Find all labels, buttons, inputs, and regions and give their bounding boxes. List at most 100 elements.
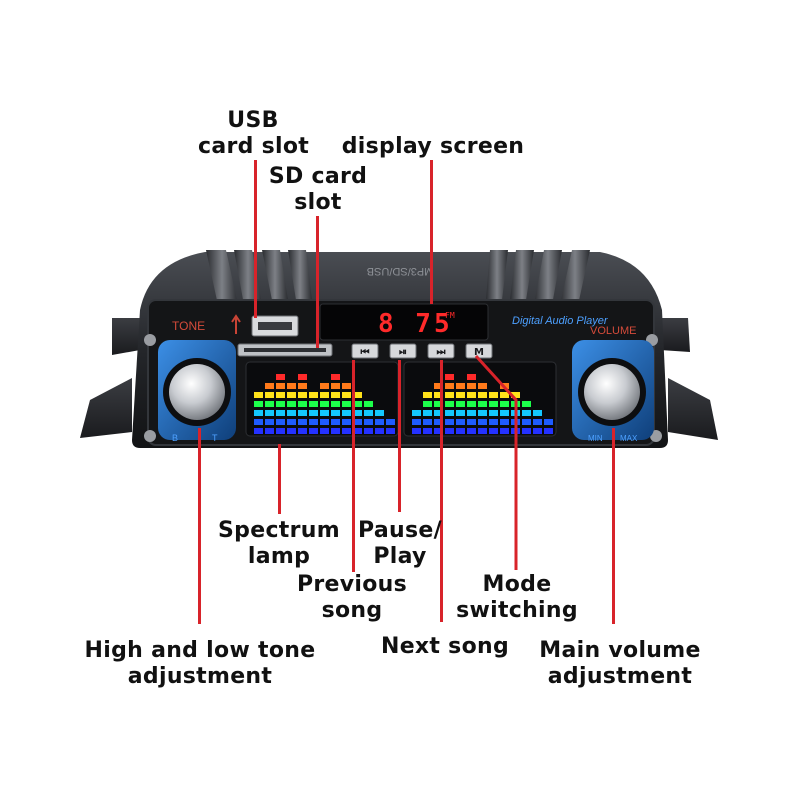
spectrum-led — [265, 428, 274, 434]
previous-button[interactable]: ⏮ — [351, 343, 379, 359]
mounting-flange-left — [80, 318, 140, 438]
spectrum-led — [309, 392, 318, 398]
spectrum-led — [386, 428, 395, 434]
pause-play-button[interactable]: ⏯ — [389, 343, 417, 359]
spectrum-led — [331, 401, 340, 407]
usb-slot[interactable] — [251, 315, 299, 337]
spectrum-led — [522, 401, 531, 407]
leader-volume — [612, 428, 615, 624]
control-buttons: ⏮ ⏯ ⏭ M — [351, 343, 493, 359]
tone-mark-bass: B — [172, 433, 178, 443]
callout-volume-line1: Main volume — [539, 638, 701, 663]
play-pause-icon: ⏯ — [399, 347, 407, 358]
callout-sd-line2: slot — [294, 190, 342, 215]
spectrum-led — [500, 428, 509, 434]
callout-mode-line1: Mode — [482, 572, 552, 597]
spectrum-led — [287, 419, 296, 425]
spectrum-led — [254, 392, 263, 398]
top-label: MP3/SD/USB — [367, 265, 434, 277]
spectrum-led — [434, 392, 443, 398]
spectrum-led — [254, 419, 263, 425]
spectrum-led — [265, 392, 274, 398]
spectrum-led — [331, 428, 340, 434]
callout-display-screen: display screen — [340, 134, 526, 160]
callout-tone-adjustment: High and low tone adjustment — [80, 638, 320, 690]
mode-icon: M — [474, 347, 484, 358]
callout-pause-play: Pause/ Play — [352, 518, 448, 570]
spectrum-led — [533, 410, 542, 416]
callout-spectrum-lamp: Spectrum lamp — [214, 518, 344, 570]
spectrum-led — [276, 392, 285, 398]
spectrum-led — [467, 410, 476, 416]
callout-pause-line2: Play — [373, 544, 427, 569]
spectrum-led — [265, 410, 274, 416]
spectrum-led — [331, 392, 340, 398]
spectrum-led — [445, 401, 454, 407]
spectrum-led — [298, 410, 307, 416]
spectrum-led — [276, 401, 285, 407]
leader-tone — [198, 428, 201, 624]
spectrum-led — [342, 410, 351, 416]
spectrum-led — [276, 383, 285, 389]
spectrum-led — [533, 428, 542, 434]
callout-volume-line2: adjustment — [547, 664, 693, 689]
sd-card-slot[interactable] — [237, 343, 333, 357]
callout-mode-switching: Mode switching — [454, 572, 580, 624]
spectrum-led — [434, 428, 443, 434]
callout-usb-line1: USB — [227, 108, 279, 133]
spectrum-led — [331, 410, 340, 416]
next-track-icon: ⏭ — [437, 347, 446, 358]
volume-knob[interactable] — [572, 340, 654, 440]
leader-display — [430, 160, 433, 304]
display-screen — [319, 303, 489, 341]
heatsink-fins — [206, 250, 590, 305]
next-button[interactable]: ⏭ — [427, 343, 455, 359]
spectrum-led — [320, 419, 329, 425]
spectrum-led — [478, 428, 487, 434]
spectrum-led — [375, 410, 384, 416]
leader-next — [440, 360, 443, 622]
spectrum-led — [412, 410, 421, 416]
spectrum-led — [331, 383, 340, 389]
spectrum-led — [342, 401, 351, 407]
spectrum-led — [298, 428, 307, 434]
spectrum-led — [353, 419, 362, 425]
spectrum-led — [353, 410, 362, 416]
spectrum-led — [342, 383, 351, 389]
spectrum-led — [467, 374, 476, 380]
spectrum-led — [287, 401, 296, 407]
spectrum-led — [375, 419, 384, 425]
spectrum-led — [298, 419, 307, 425]
spectrum-led — [386, 419, 395, 425]
spectrum-led — [276, 428, 285, 434]
spectrum-led — [500, 419, 509, 425]
spectrum-led — [265, 401, 274, 407]
spectrum-led — [298, 374, 307, 380]
spectrum-led — [489, 410, 498, 416]
spectrum-led — [544, 419, 553, 425]
spectrum-led — [423, 419, 432, 425]
spectrum-led — [500, 401, 509, 407]
leader-lines — [198, 160, 615, 624]
leader-mode — [474, 354, 518, 570]
mode-button[interactable]: M — [465, 343, 493, 359]
spectrum-led — [412, 419, 421, 425]
spectrum-led — [467, 383, 476, 389]
spectrum-led — [342, 428, 351, 434]
previous-track-icon: ⏮ — [361, 347, 370, 358]
spectrum-led — [276, 419, 285, 425]
callout-tone-line1: High and low tone — [84, 638, 316, 663]
spectrum-led — [309, 410, 318, 416]
tone-knob[interactable] — [158, 340, 236, 440]
spectrum-led — [412, 428, 421, 434]
usb-icon — [231, 314, 241, 334]
spectrum-led — [522, 419, 531, 425]
spectrum-led — [364, 401, 373, 407]
spectrum-led — [434, 383, 443, 389]
spectrum-led — [320, 428, 329, 434]
spectrum-led — [423, 410, 432, 416]
callout-spectrum-line2: lamp — [247, 544, 311, 569]
callout-volume-adjustment: Main volume adjustment — [530, 638, 710, 690]
spectrum-led — [434, 410, 443, 416]
brand-text: Digital Audio Player — [512, 315, 609, 327]
